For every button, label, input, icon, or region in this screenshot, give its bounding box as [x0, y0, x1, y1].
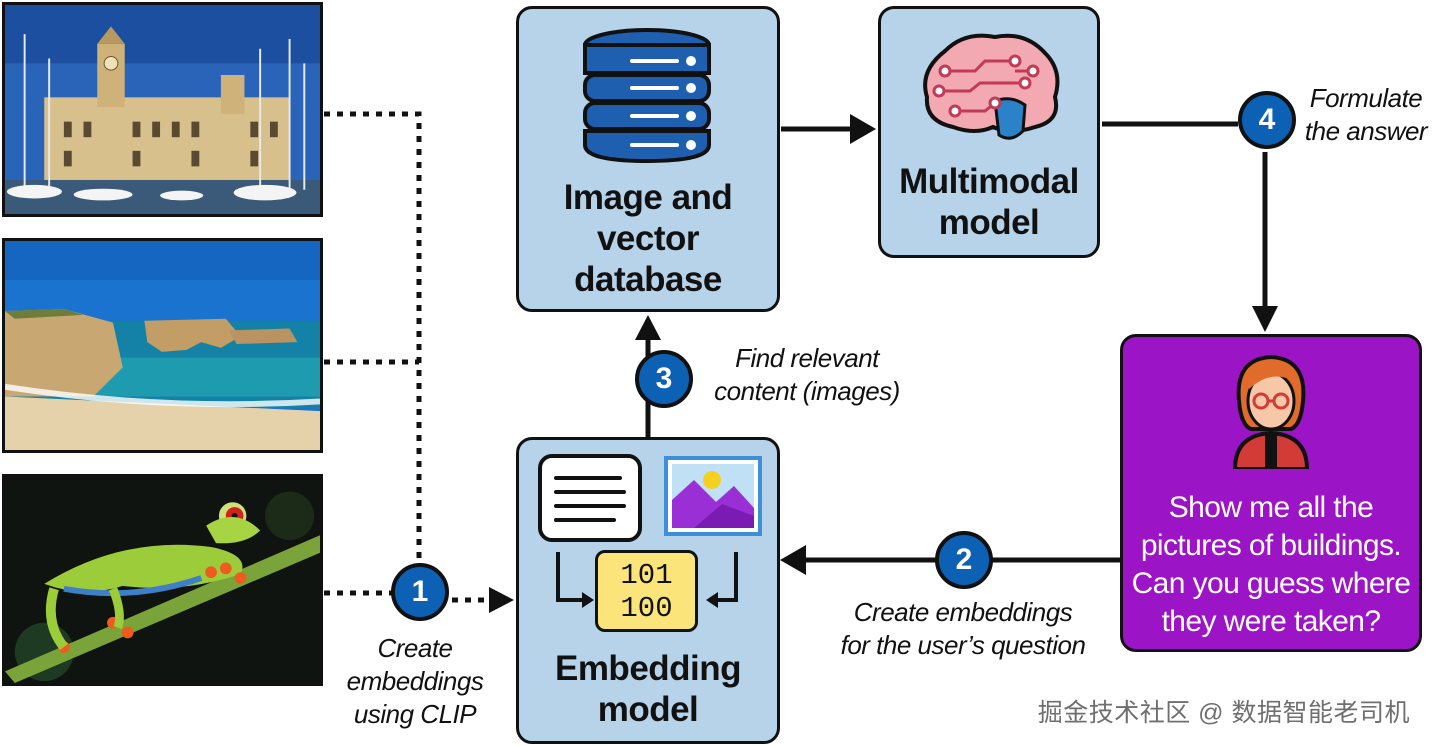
- user-question-text: Show me all the pictures of buildings. C…: [1123, 489, 1419, 641]
- step-2-badge: 2: [935, 531, 993, 589]
- caption-line: Create: [377, 633, 453, 663]
- question-line: Show me all the: [1168, 491, 1374, 524]
- arrowhead-embedding-right: [780, 545, 806, 575]
- step-2-caption: Create embeddings for the user’s questio…: [826, 596, 1100, 662]
- step-1-badge: 1: [391, 563, 449, 621]
- image-vector-database-title: Image and vector database: [519, 177, 777, 300]
- title-line: Multimodal: [899, 162, 1079, 201]
- step-4-badge: 4: [1238, 91, 1296, 149]
- database-icon: [583, 28, 711, 163]
- step-1-caption: Create embeddings using CLIP: [340, 632, 490, 731]
- step-3-badge: 3: [635, 350, 693, 408]
- title-line: model: [938, 203, 1040, 242]
- binary-line: 101: [620, 559, 673, 592]
- arrowhead-multimodal: [850, 114, 876, 144]
- title-line: Image and: [563, 178, 733, 217]
- title-line: database: [574, 260, 722, 299]
- binary-embedding-vector: 101 100: [595, 550, 698, 632]
- photo-tree-frog: [2, 474, 323, 686]
- caption-line: Find relevant: [735, 343, 879, 373]
- caption-line: content (images): [714, 376, 900, 406]
- arrowhead-user: [1252, 306, 1278, 332]
- user-avatar-icon: [1232, 354, 1310, 469]
- caption-line: using CLIP: [353, 699, 477, 729]
- question-line: pictures of buildings.: [1140, 529, 1402, 562]
- user-question-node: Show me all the pictures of buildings. C…: [1120, 334, 1422, 652]
- dotted-line-photo1: [324, 111, 422, 560]
- step-4-caption: Formulate the answer: [1300, 82, 1432, 148]
- caption-line: embeddings: [346, 666, 484, 696]
- caption-line: Formulate: [1309, 83, 1423, 113]
- caption-line: Create embeddings: [853, 597, 1073, 627]
- title-line: model: [597, 690, 699, 729]
- watermark: 掘金技术社区 @ 数据智能老司机: [1037, 699, 1410, 727]
- step-3-caption: Find relevant content (images): [702, 342, 912, 408]
- image-icon: [664, 456, 762, 536]
- image-vector-database-node: Image and vector database: [516, 6, 780, 312]
- photo-coastline: [2, 238, 323, 453]
- flow-arrows-icon: [556, 552, 738, 608]
- multimodal-model-title: Multimodal model: [881, 161, 1097, 243]
- brain-icon: [923, 33, 1060, 140]
- photo-harbor-buildings: [2, 2, 323, 217]
- embedding-model-title: Embedding model: [519, 648, 777, 730]
- question-line: Can you guess where: [1131, 567, 1411, 600]
- arrowhead-db: [635, 315, 661, 340]
- caption-line: the answer: [1304, 116, 1428, 146]
- question-line: they were taken?: [1161, 605, 1381, 638]
- multimodal-model-node: Multimodal model: [878, 6, 1100, 258]
- caption-line: for the user’s question: [840, 630, 1086, 660]
- document-icon: [538, 454, 642, 542]
- binary-line: 100: [620, 592, 673, 625]
- title-line: Embedding: [554, 649, 742, 688]
- title-line: vector: [596, 219, 700, 258]
- arrowhead-embedding: [489, 587, 514, 613]
